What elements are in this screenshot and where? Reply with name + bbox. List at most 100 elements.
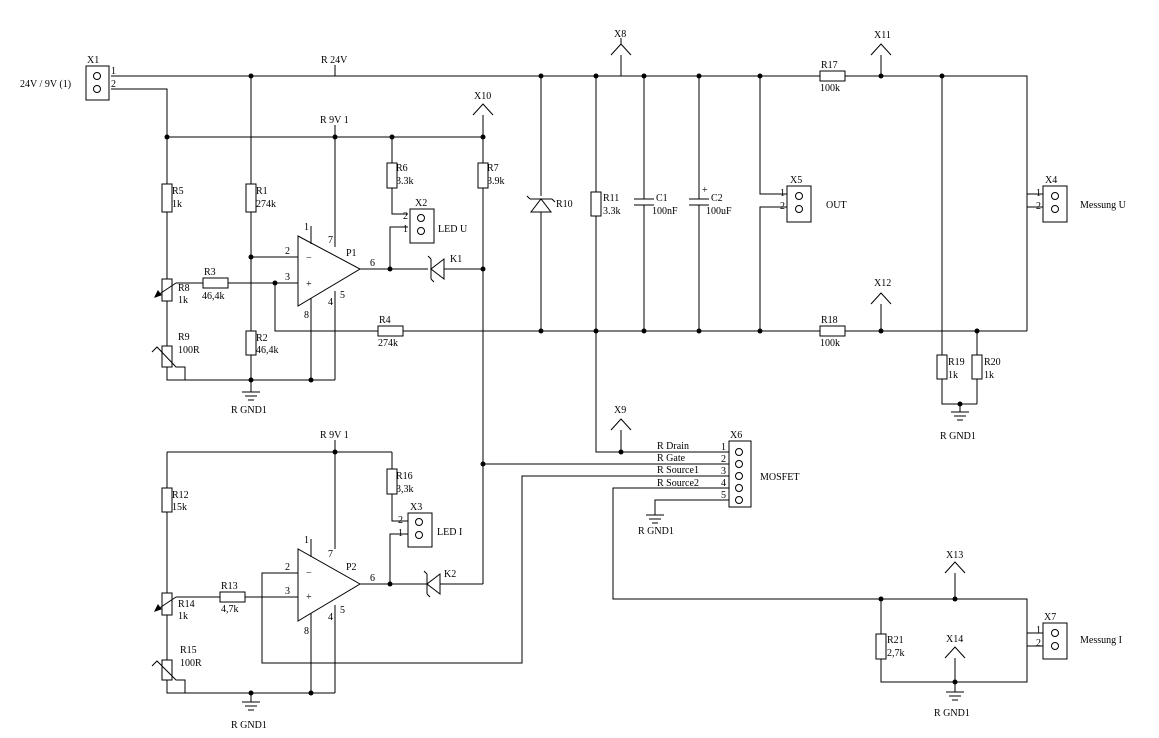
testpoint-x13: X13 xyxy=(944,550,966,574)
pot-arrow xyxy=(151,660,186,693)
connector-pin xyxy=(735,472,743,480)
junction-dot xyxy=(387,581,393,587)
resistor-ref: R5 xyxy=(172,186,184,197)
resistor-r12: R12 15k xyxy=(161,487,189,513)
opamp-sign-minus: − xyxy=(306,253,312,264)
pot-arrow xyxy=(151,346,186,380)
connector-body xyxy=(85,65,110,101)
connector-pin-label: 2 xyxy=(1036,201,1041,212)
junction-dot xyxy=(939,73,945,79)
connector-x6: X6 1 2 3 4 5 MOSFET xyxy=(721,430,799,508)
connector-desc: OUT xyxy=(826,200,847,211)
net-source1 xyxy=(261,475,729,664)
resistor-body xyxy=(819,325,846,337)
resistor-body xyxy=(245,330,257,356)
testpoint-arrow xyxy=(944,561,966,574)
resistor-ref: R18 xyxy=(821,315,838,326)
junction-dot xyxy=(387,266,393,272)
opamp-pin-label: 2 xyxy=(285,246,290,257)
junction-dot xyxy=(389,134,395,140)
ground-p1: R GND1 xyxy=(231,391,267,416)
resistor-body xyxy=(386,468,398,495)
connector-desc: 24V / 9V (1) xyxy=(20,79,71,90)
junction-dot xyxy=(957,401,963,407)
connector-pin xyxy=(415,531,423,539)
wire-x5 xyxy=(759,76,787,331)
connector-body xyxy=(1042,185,1068,223)
testpoint-x8: X8 xyxy=(610,29,632,56)
testpoint-arrow xyxy=(870,292,892,305)
connector-pin xyxy=(417,227,425,235)
junction-dot xyxy=(248,73,254,79)
connector-pin-label: 2 xyxy=(1036,638,1041,649)
potentiometer-r15: R15 100R xyxy=(151,645,202,693)
connector-desc: Messung U xyxy=(1080,200,1127,211)
connector-body xyxy=(786,185,812,223)
diode-ref: K2 xyxy=(444,569,456,580)
testpoint-label: X8 xyxy=(614,29,626,40)
opamp-pin-label: 1 xyxy=(304,222,309,233)
diode-ref: K1 xyxy=(450,254,462,265)
resistor-r3: R3 46,4k xyxy=(202,267,229,302)
resistor-body xyxy=(590,191,602,217)
capacitor-plate xyxy=(634,198,654,206)
resistor-r13: R13 4,7k xyxy=(219,581,246,615)
resistor-r21: R21 2,7k xyxy=(875,633,905,660)
ground-p2: R GND1 xyxy=(231,701,267,731)
resistor-r19: R19 1k xyxy=(936,354,965,381)
testpoint-x11: X11 xyxy=(870,30,892,56)
connector-ref: X5 xyxy=(790,175,802,186)
connector-x4: X4 1 2 Messung U xyxy=(1036,175,1127,223)
connector-pin xyxy=(735,460,743,468)
junction-dot xyxy=(480,461,486,467)
wire-r16 xyxy=(391,452,410,522)
ground-label: R GND1 xyxy=(940,431,976,442)
wire-x4 xyxy=(1027,193,1043,208)
ground-icon xyxy=(242,391,260,401)
resistor-ref: R6 xyxy=(396,163,408,174)
testpoint-x9: X9 xyxy=(610,405,632,431)
resistor-value: 4,7k xyxy=(221,604,239,615)
pot-arrowhead xyxy=(154,290,162,298)
connector-pin xyxy=(93,72,101,80)
wire-x3-pin1 xyxy=(389,533,410,584)
junction-dot xyxy=(538,73,544,79)
diodes: K1 K2 xyxy=(423,254,462,598)
diode-triangle xyxy=(430,257,445,281)
resistor-r17: R17 100k xyxy=(819,60,846,94)
testpoint-arrow xyxy=(610,43,632,56)
net-label-drain: R Drain xyxy=(657,441,689,452)
resistor-value: 1k xyxy=(948,370,958,381)
ground-icon xyxy=(951,411,969,421)
junction-dot xyxy=(593,73,599,79)
connector-pin-label: 2 xyxy=(111,79,116,90)
opamp-pin-label: 8 xyxy=(304,310,309,321)
wires xyxy=(111,55,1043,702)
opamp-pin-label: 3 xyxy=(285,272,290,283)
connector-desc: MOSFET xyxy=(760,472,799,483)
resistor-value: 2,7k xyxy=(887,648,905,659)
resistors: R5 1k R1 274k R2 46,4k R6 3.3k R7 3.9k R… xyxy=(161,60,1001,660)
diode-bar xyxy=(427,255,435,283)
junction-dot xyxy=(878,328,884,334)
capacitor-c2: + C2 100uF xyxy=(689,185,732,217)
connector-pin-label: 1 xyxy=(1036,188,1041,199)
connector-pin-label: 4 xyxy=(721,478,726,489)
resistor-r4: R4 274k xyxy=(377,315,404,349)
resistor-ref: R20 xyxy=(984,357,1001,368)
ground-label: R GND1 xyxy=(231,405,267,416)
rail-24v xyxy=(111,75,1028,331)
resistor-value: 3.9k xyxy=(487,176,505,187)
potentiometer-r8: R8 1k xyxy=(154,278,190,306)
opamp-ref: P2 xyxy=(346,562,357,573)
resistor-r18: R18 100k xyxy=(819,315,846,349)
junction-dot xyxy=(248,254,254,260)
wire-r6 xyxy=(391,137,408,215)
opamp-sign-minus: − xyxy=(306,568,312,579)
testpoint-x12: X12 xyxy=(870,278,892,305)
connector-pin-label: 2 xyxy=(403,211,408,222)
junction-dot xyxy=(480,134,486,140)
diode-k2: K2 xyxy=(423,569,456,598)
connector-pin xyxy=(735,496,743,504)
